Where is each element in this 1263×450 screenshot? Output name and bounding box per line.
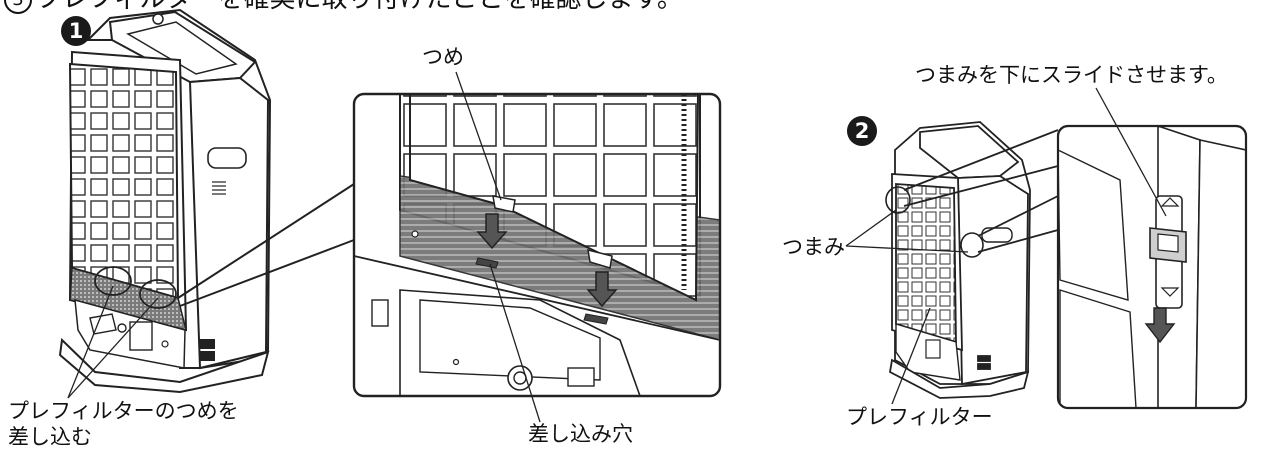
- label-knob: つまみ: [782, 235, 845, 259]
- label-knob-slide: つまみを下にスライドさせます。: [915, 63, 1228, 87]
- label-tsume: つめ: [422, 45, 464, 69]
- step2-badge: 2: [847, 116, 877, 146]
- unit1-callout-lines: [177, 183, 355, 307]
- unit2-body: [885, 121, 1031, 399]
- label-prefilter: プレフィルター: [846, 405, 993, 429]
- label-insert-hole: 差し込み穴: [528, 422, 633, 446]
- unit2-callout-lines: [903, 129, 1059, 253]
- heading-text: プレフィルターを確実に取り付けたことを確認します。: [36, 0, 683, 14]
- step1-badge: 1: [61, 16, 91, 46]
- heading: 3プレフィルターを確実に取り付けたことを確認します。: [4, 0, 683, 14]
- label-insert-line2: 差し込む: [8, 425, 92, 449]
- label-insert-line1: プレフィルターのつめを: [8, 399, 239, 423]
- detail2: [1056, 87, 1248, 410]
- detail1: [352, 71, 722, 423]
- unit1-body: [58, 8, 272, 394]
